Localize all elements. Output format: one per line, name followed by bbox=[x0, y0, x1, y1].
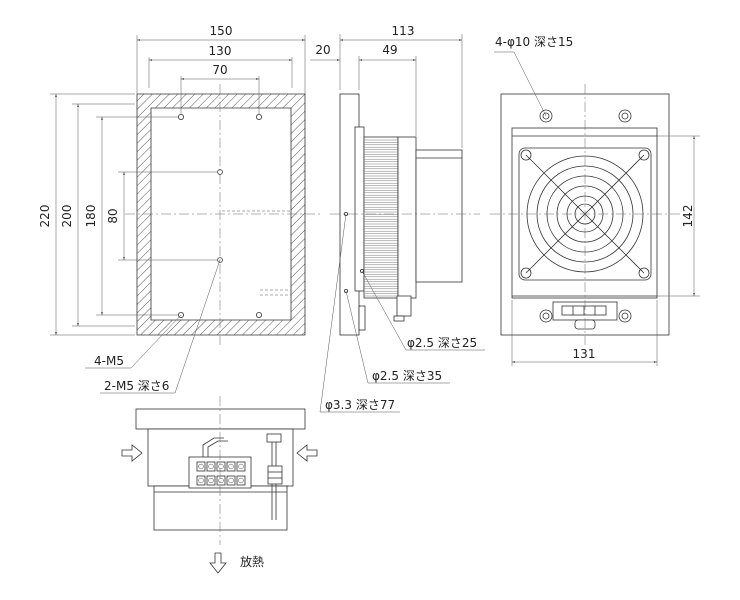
dim-200: 200 bbox=[60, 205, 74, 228]
dim-80: 80 bbox=[106, 208, 120, 223]
leader-2-m5 bbox=[100, 259, 221, 394]
front-hole-center-upper bbox=[217, 169, 223, 175]
front-hole-center-lower bbox=[217, 257, 223, 263]
heat-dissipation-label: 放熱 bbox=[240, 554, 264, 569]
bottom-view: 放熱 bbox=[121, 396, 318, 574]
dim-49: 49 bbox=[382, 43, 397, 57]
dim-113: 113 bbox=[392, 24, 415, 38]
dim-131: 131 bbox=[573, 347, 596, 361]
dim-180: 180 bbox=[84, 205, 98, 228]
front-panel-hatched-frame bbox=[136, 93, 306, 336]
front-view: 150 130 70 220 200 180 80 4-M5 2-M5 深さ6 bbox=[38, 24, 320, 394]
leader-phi25-25 bbox=[361, 270, 485, 351]
airflow-out-down-icon bbox=[209, 552, 227, 574]
callout-phi25-depth35: φ2.5 深さ35 bbox=[372, 369, 442, 383]
leader-4-m5 bbox=[85, 314, 182, 369]
bottom-fan bbox=[153, 485, 288, 531]
side-view: 113 20 49 φ2.5 深さ25 φ2.5 深さ35 φ3.3 深さ77 bbox=[310, 24, 485, 413]
side-fan-body bbox=[415, 149, 463, 283]
dim-220: 220 bbox=[38, 205, 52, 228]
front-hole-top-right bbox=[255, 114, 262, 121]
rear-hole-right bbox=[618, 109, 632, 123]
leader-4-phi10 bbox=[494, 51, 547, 117]
bottom-flange bbox=[135, 408, 306, 430]
dim-142: 142 bbox=[681, 205, 695, 228]
side-heatsink bbox=[363, 136, 399, 299]
rear-hole-left bbox=[539, 109, 553, 123]
rear-view: 142 131 4-φ10 深さ15 bbox=[490, 35, 700, 366]
airflow-in-right-icon bbox=[296, 444, 318, 462]
side-terminal bbox=[396, 295, 412, 317]
dim-150: 150 bbox=[210, 24, 233, 38]
leader-phi25-35 bbox=[345, 290, 450, 384]
dim-20: 20 bbox=[315, 43, 330, 57]
side-body-plate bbox=[354, 126, 365, 292]
dim-70: 70 bbox=[212, 63, 227, 77]
side-fan-housing bbox=[397, 136, 417, 299]
bottom-terminals bbox=[196, 461, 246, 486]
front-hole-top-left bbox=[177, 114, 184, 121]
callout-2-m5-depth6: 2-M5 深さ6 bbox=[104, 379, 169, 393]
front-hole-bottom-right bbox=[255, 311, 262, 318]
callout-4-phi10-depth15: 4-φ10 深さ15 bbox=[495, 35, 573, 49]
callout-phi25-depth25: φ2.5 深さ25 bbox=[407, 336, 477, 350]
callout-4-m5: 4-M5 bbox=[94, 354, 124, 368]
dim-130: 130 bbox=[209, 44, 232, 58]
side-heatsink-fins bbox=[364, 139, 398, 297]
front-hole-bottom-left bbox=[177, 311, 184, 318]
leader-phi33-77 bbox=[319, 213, 400, 413]
callout-phi33-depth77: φ3.3 深さ77 bbox=[325, 398, 395, 412]
airflow-in-left-icon bbox=[121, 444, 143, 462]
